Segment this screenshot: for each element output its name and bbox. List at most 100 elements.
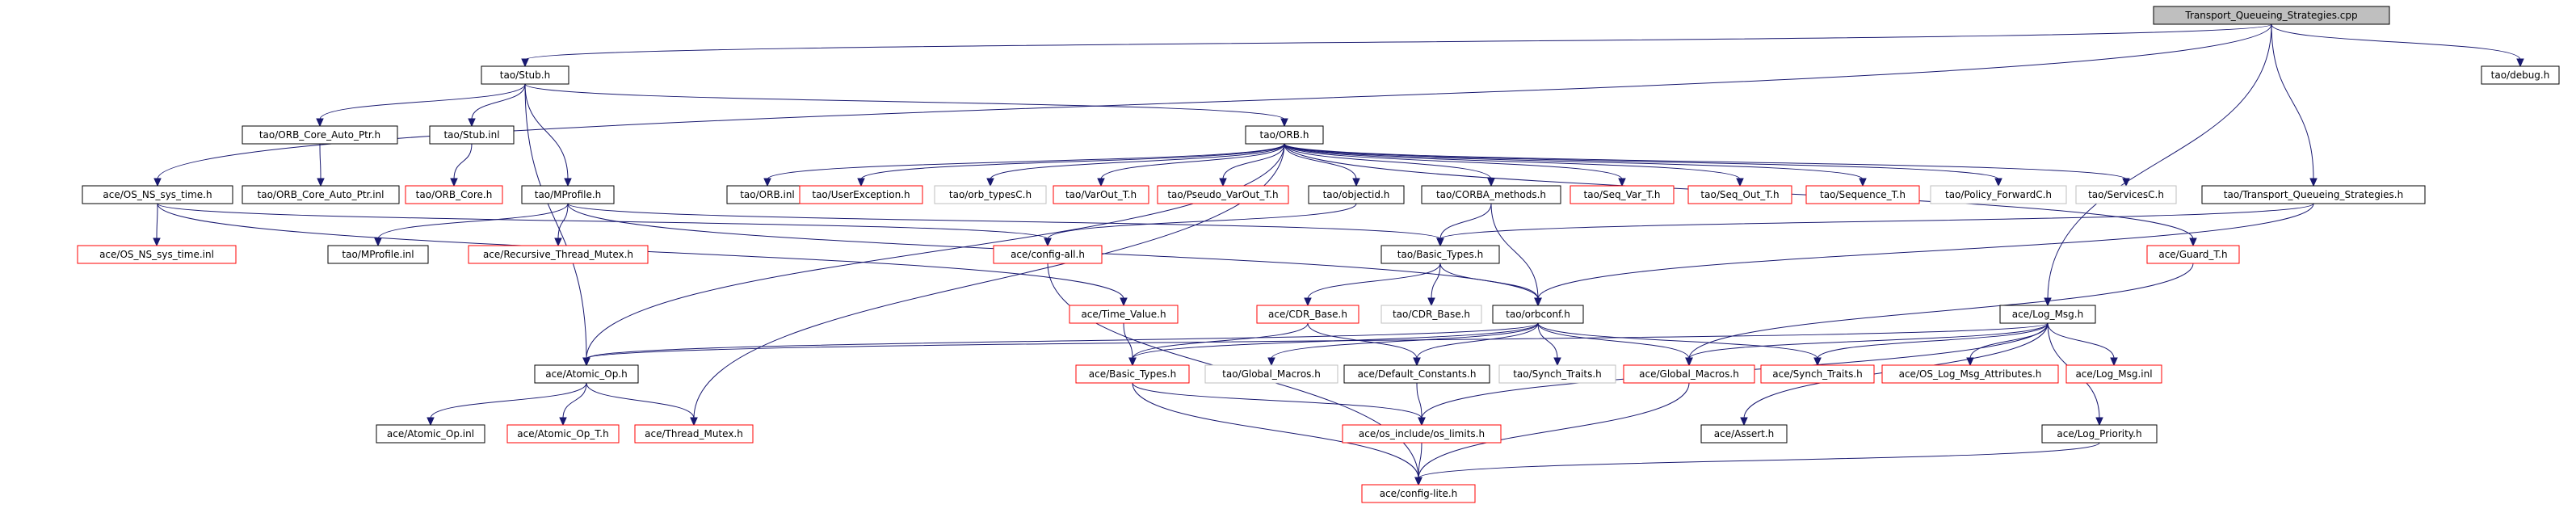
- node-orb-core-auto-ptr-inl[interactable]: tao/ORB_Core_Auto_Ptr.inl: [242, 185, 400, 204]
- edge-root-to-debug_h: [2271, 23, 2524, 68]
- node-box: [1687, 185, 1792, 204]
- node-os-ns-sys-time-inl[interactable]: ace/OS_NS_sys_time.inl: [77, 245, 237, 264]
- node-label: tao/ORB.inl: [740, 189, 795, 200]
- edge-orb_h-to-sequence_t_h: [1284, 143, 1867, 187]
- node-global-macros-ace-h[interactable]: ace/Global_Macros.h: [1623, 364, 1755, 384]
- node-log-msg-inl[interactable]: ace/Log_Msg.inl: [2065, 364, 2162, 384]
- node-label: tao/Seq_Var_T.h: [1584, 189, 1661, 200]
- edge-orbconf_h-to-default_constants_h: [1413, 322, 1539, 367]
- edge-log_msg_h-to-global_macros_ace_h: [1685, 322, 2049, 367]
- node-time-value-h[interactable]: ace/Time_Value.h: [1069, 305, 1179, 324]
- node-seq-var-t-h[interactable]: tao/Seq_Var_T.h: [1570, 185, 1675, 204]
- node-default-constants-h[interactable]: ace/Default_Constants.h: [1343, 364, 1490, 384]
- edge-guard_t_h-to-global_macros_ace_h: [1685, 263, 2194, 367]
- node-orb-core-auto-ptr-h[interactable]: tao/ORB_Core_Auto_Ptr.h: [242, 125, 398, 145]
- node-varout-t-h[interactable]: tao/VarOut_T.h: [1053, 185, 1149, 204]
- node-global-macros-tao-h: tao/Global_Macros.h: [1204, 364, 1338, 384]
- node-box: [2146, 245, 2240, 264]
- node-stub-h[interactable]: tao/Stub.h: [481, 65, 569, 85]
- edge-orb_core_auto_ptr_h-to-orb_core_auto_ptr_inl: [317, 143, 325, 187]
- edge-stub_h-to-orb_core_auto_ptr_h: [316, 83, 526, 128]
- node-mprofile-h[interactable]: tao/MProfile.h: [521, 185, 615, 204]
- node-config-all-h[interactable]: ace/config-all.h: [993, 245, 1103, 264]
- node-basic-types-ace-h[interactable]: ace/Basic_Types.h: [1075, 364, 1190, 384]
- node-assert-h[interactable]: ace/Assert.h: [1700, 424, 1788, 444]
- node-box: [1930, 185, 2067, 204]
- node-box: [1342, 424, 1502, 444]
- edge-corba_methods_h-to-basic_types_tao_h: [1436, 203, 1492, 247]
- node-box: [82, 185, 233, 204]
- node-guard-t-h[interactable]: ace/Guard_T.h: [2146, 245, 2240, 264]
- edge-os_ns_sys_time_h-to-os_ns_sys_time_inl: [153, 203, 161, 247]
- node-log-msg-h[interactable]: ace/Log_Msg.h: [1999, 305, 2096, 324]
- node-label: tao/orb_typesC.h: [949, 189, 1032, 200]
- node-orb-core-h[interactable]: tao/ORB_Core.h: [405, 185, 503, 204]
- edge-atomic_op_h-to-atomic_op_inl: [427, 382, 587, 427]
- node-box: [1380, 245, 1500, 264]
- edge-orb_h-to-seq_out_t_h: [1284, 143, 1744, 187]
- node-mprofile-inl[interactable]: tao/MProfile.inl: [327, 245, 429, 264]
- node-label: ace/Global_Macros.h: [1639, 368, 1739, 380]
- node-corba-methods-h[interactable]: tao/CORBA_methods.h: [1421, 185, 1561, 204]
- node-box: [1498, 364, 1616, 384]
- node-synch-traits-ace-h[interactable]: ace/Synch_Traits.h: [1760, 364, 1875, 384]
- node-policy-forwardc-h: tao/Policy_ForwardC.h: [1930, 185, 2067, 204]
- edge-orb_h-to-atomic_op_h: [582, 143, 1285, 367]
- node-transport-qs-h[interactable]: tao/Transport_Queueing_Strategies.h: [2201, 185, 2426, 204]
- node-debug-h[interactable]: tao/debug.h: [2481, 65, 2560, 85]
- node-atomic-op-h[interactable]: ace/Atomic_Op.h: [534, 364, 639, 384]
- node-box: [2481, 65, 2560, 85]
- node-userexception-h[interactable]: tao/UserException.h: [799, 185, 923, 204]
- node-log-priority-h[interactable]: ace/Log_Priority.h: [2041, 424, 2158, 444]
- edge-orbconf_h-to-synch_traits_tao_h: [1537, 322, 1561, 367]
- node-atomic-op-inl[interactable]: ace/Atomic_Op.inl: [376, 424, 485, 444]
- node-box: [1805, 185, 1920, 204]
- node-box: [1999, 305, 2096, 324]
- node-orb-inl[interactable]: tao/ORB.inl: [726, 185, 809, 204]
- node-seq-out-t-h[interactable]: tao/Seq_Out_T.h: [1687, 185, 1792, 204]
- edge-atomic_op_h-to-atomic_op_t_h: [559, 382, 587, 427]
- node-label: tao/Basic_Types.h: [1397, 249, 1483, 260]
- node-orbconf-h[interactable]: tao/orbconf.h: [1492, 305, 1584, 324]
- edge-cdr_base_ace_h-to-default_constants_h: [1307, 322, 1421, 367]
- node-box: [521, 185, 615, 204]
- node-cdr-base-ace-h[interactable]: ace/CDR_Base.h: [1256, 305, 1359, 324]
- node-os-ns-sys-time-h[interactable]: ace/OS_NS_sys_time.h: [82, 185, 233, 204]
- edge-log_msg_h-to-atomic_op_h: [582, 322, 2049, 367]
- node-config-lite-h[interactable]: ace/config-lite.h: [1361, 484, 1476, 503]
- edge-basic_types_tao_h-to-orbconf_h: [1439, 263, 1542, 307]
- node-box: [1204, 364, 1338, 384]
- node-basic-types-tao-h[interactable]: tao/Basic_Types.h: [1380, 245, 1500, 264]
- node-label: ace/Atomic_Op.inl: [387, 428, 474, 439]
- node-sequence-t-h[interactable]: tao/Sequence_T.h: [1805, 185, 1920, 204]
- node-box: [481, 65, 569, 85]
- edge-log_priority_h-to-config_lite_h: [1414, 442, 2100, 486]
- node-orb-h[interactable]: tao/ORB.h: [1245, 125, 1324, 145]
- node-objectid-h[interactable]: tao/objectid.h: [1308, 185, 1405, 204]
- node-label: ace/config-lite.h: [1380, 488, 1458, 499]
- node-box: [2201, 185, 2426, 204]
- node-label: ace/OS_NS_sys_time.inl: [99, 249, 214, 260]
- node-box: [1361, 484, 1476, 503]
- node-label: tao/Synch_Traits.h: [1513, 368, 1602, 380]
- node-os-log-msg-attributes-h[interactable]: ace/OS_Log_Msg_Attributes.h: [1881, 364, 2059, 384]
- node-box: [1157, 185, 1289, 204]
- node-atomic-op-t-h[interactable]: ace/Atomic_Op_T.h: [506, 424, 620, 444]
- edge-root-to-stub_h: [521, 23, 2272, 68]
- node-os-limits-h[interactable]: ace/os_include/os_limits.h: [1342, 424, 1502, 444]
- node-box: [506, 424, 620, 444]
- node-root[interactable]: Transport_Queueing_Strategies.cpp: [2153, 6, 2390, 25]
- node-label: tao/VarOut_T.h: [1065, 189, 1137, 200]
- edge-orb_h-to-orb_typesc_h: [986, 143, 1285, 187]
- edge-orbconf_h-to-atomic_op_h: [582, 322, 1539, 367]
- node-pseudo-varout-t-h[interactable]: tao/Pseudo_VarOut_T.h: [1157, 185, 1289, 204]
- node-label: tao/Policy_ForwardC.h: [1945, 189, 2052, 200]
- node-stub-inl[interactable]: tao/Stub.inl: [429, 125, 515, 145]
- node-box: [1700, 424, 1788, 444]
- edge-default_constants_h-to-os_limits_h: [1416, 382, 1426, 427]
- node-thread-mutex-h[interactable]: ace/Thread_Mutex.h: [634, 424, 754, 444]
- node-recursive-thread-mutex-h[interactable]: ace/Recursive_Thread_Mutex.h: [468, 245, 649, 264]
- node-servicesc-h: tao/ServicesC.h: [2075, 185, 2177, 204]
- edge-atomic_op_h-to-thread_mutex_h: [586, 382, 698, 427]
